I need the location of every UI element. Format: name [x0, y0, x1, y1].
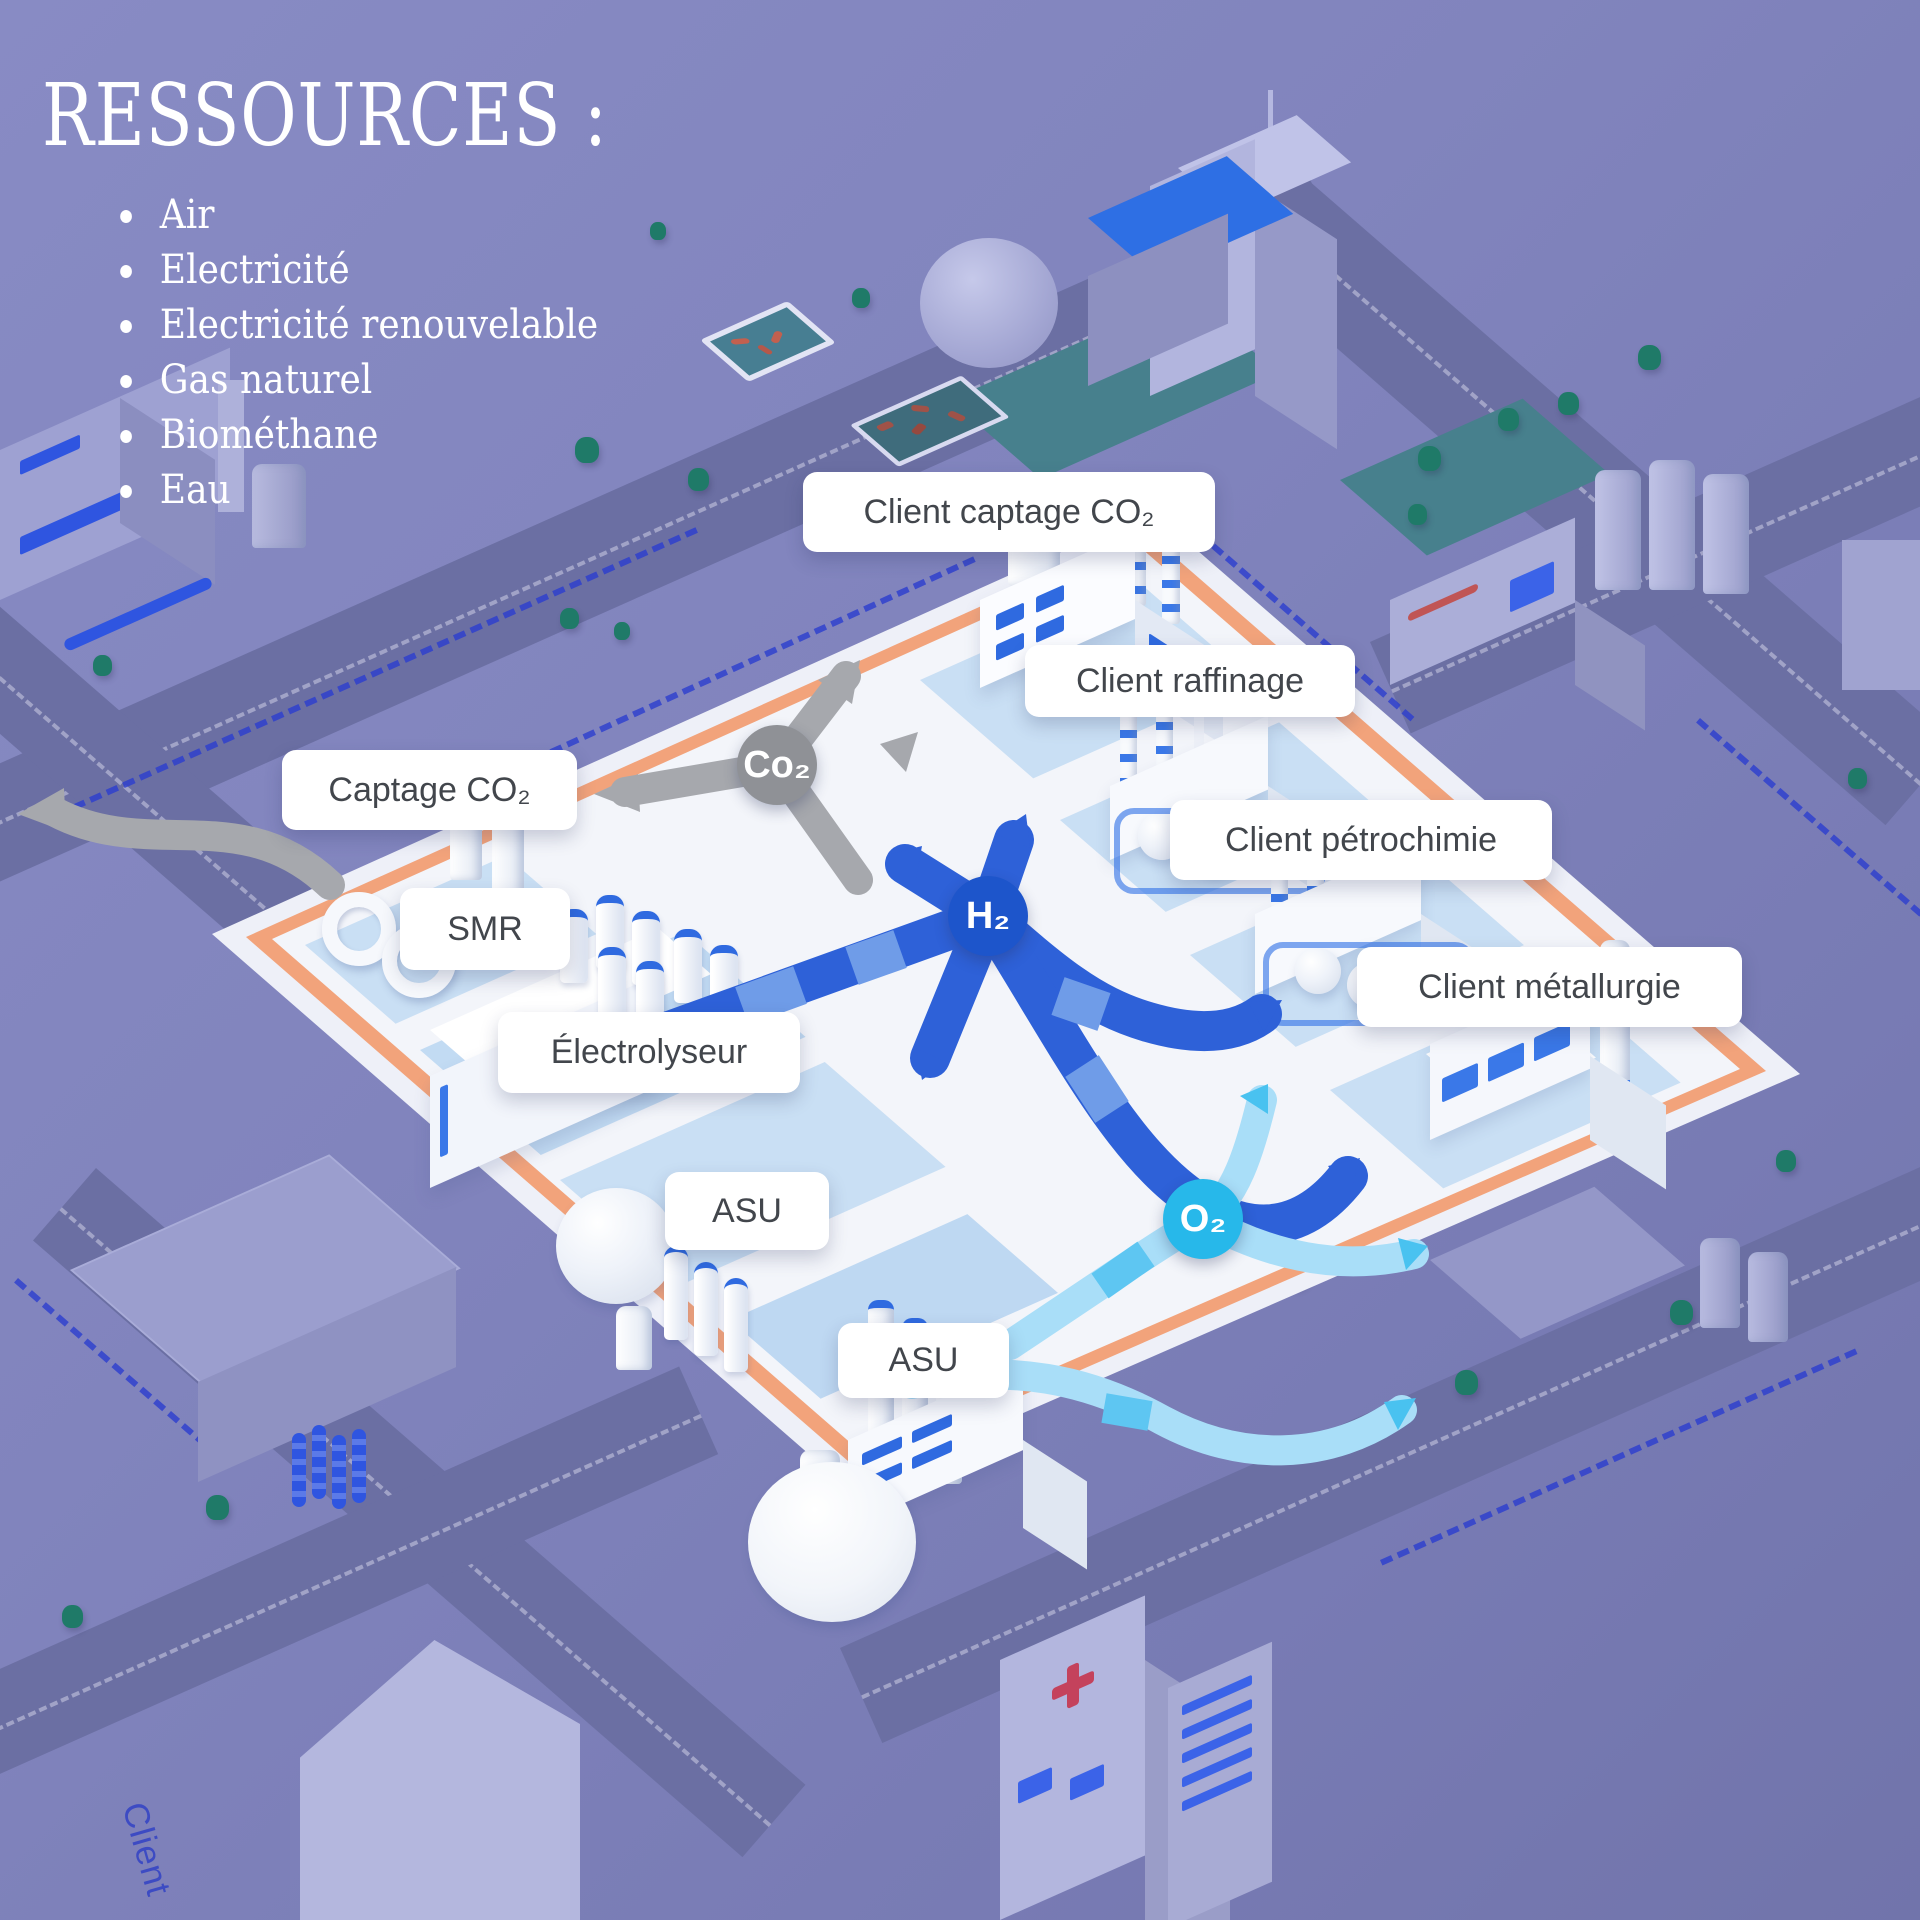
page-title: RESSOURCES :	[42, 65, 608, 166]
o2-flow-highlights	[1091, 1241, 1155, 1431]
label-captage-co2[interactable]: Captage CO₂	[282, 750, 577, 830]
label-client-petrochimie[interactable]: Client pétrochimie	[1170, 800, 1552, 880]
label-text: Client raffinage	[1075, 661, 1305, 700]
tank	[252, 464, 306, 548]
storage-sphere	[1295, 948, 1341, 994]
tree	[1670, 1300, 1693, 1325]
city-skyscraper	[1088, 90, 1410, 450]
city-tanks-right	[1595, 460, 1775, 640]
label-text: SMR	[447, 909, 523, 948]
storage-dome	[748, 1462, 916, 1622]
tree	[1455, 1370, 1478, 1395]
label-text: ASU	[888, 1341, 959, 1379]
h2-badge-label: H₂	[965, 894, 1011, 937]
asu-sphere	[556, 1188, 676, 1304]
coil	[352, 1429, 366, 1503]
tree	[614, 622, 630, 640]
h2-flow-highlights	[735, 930, 1129, 1123]
label-text: Électrolyseur	[550, 1033, 748, 1071]
label-client-raffinage[interactable]: Client raffinage	[1025, 645, 1355, 717]
label-client-captage-co2[interactable]: Client captage CO₂	[803, 472, 1215, 552]
tank	[1703, 474, 1749, 594]
o2-arrowheads	[1240, 1084, 1428, 1430]
o2-badge[interactable]: O₂	[1163, 1179, 1243, 1259]
tree	[1418, 446, 1441, 471]
resource-item: Gas naturel	[104, 353, 598, 408]
tower	[218, 380, 244, 512]
tree	[560, 608, 579, 629]
label-text: Captage CO₂	[328, 770, 531, 809]
asu-tank	[616, 1306, 652, 1370]
label-asu-2[interactable]: ASU	[838, 1323, 1009, 1398]
label-text: Client pétrochimie	[1224, 820, 1498, 859]
label-asu-1[interactable]: ASU	[665, 1172, 829, 1250]
tree	[575, 437, 599, 463]
tank	[1649, 460, 1695, 590]
tree	[688, 468, 709, 491]
city-dome-tank	[920, 238, 1058, 368]
coil	[332, 1435, 346, 1509]
label-text: ASU	[712, 1191, 782, 1230]
coil	[292, 1433, 306, 1507]
tank	[1748, 1252, 1788, 1342]
tree	[1638, 345, 1661, 370]
asu-column	[724, 1278, 748, 1372]
cylinder	[674, 929, 702, 1003]
o2-badge-label: O₂	[1179, 1197, 1227, 1240]
tree	[62, 1605, 83, 1628]
resource-item: Eau	[104, 463, 598, 518]
resource-item: Biométhane	[104, 408, 598, 463]
asu-column	[694, 1262, 718, 1356]
cylinder	[598, 947, 626, 1021]
tank	[1700, 1238, 1740, 1328]
chimney	[1162, 540, 1180, 624]
label-text: Client captage CO₂	[863, 492, 1155, 531]
label-electrolyseur[interactable]: Électrolyseur	[498, 1012, 800, 1093]
electrolyseur-cylinders	[560, 895, 760, 1045]
label-text: Client métallurgie	[1418, 967, 1681, 1006]
tree	[1408, 504, 1427, 525]
h2-arrowheads	[890, 814, 1360, 1194]
co2-badge-label: Co₂	[743, 743, 811, 786]
resource-item: Electricité renouvelable	[104, 298, 598, 353]
label-smr[interactable]: SMR	[400, 888, 570, 970]
resource-item: Electricité	[104, 243, 598, 298]
coil-stacks	[292, 1425, 372, 1535]
tree	[852, 288, 870, 308]
tree	[1558, 392, 1579, 415]
resources-list: Air Electricité Electricité renouvelable…	[104, 188, 598, 518]
tank	[1595, 470, 1641, 590]
tree	[206, 1495, 229, 1520]
tree	[1498, 408, 1519, 431]
tree	[1776, 1150, 1796, 1172]
co2-badge[interactable]: Co₂	[737, 725, 817, 805]
chimney	[1194, 700, 1204, 788]
city-plant-left	[0, 347, 370, 653]
tree	[1848, 768, 1867, 789]
label-client-metallurgie[interactable]: Client métallurgie	[1357, 947, 1742, 1027]
city-building-far-right	[1842, 540, 1920, 690]
resource-item: Air	[104, 188, 598, 243]
co2-arrowheads	[18, 660, 918, 832]
h2-badge[interactable]: H₂	[948, 876, 1028, 956]
tree	[93, 655, 112, 676]
coil	[312, 1425, 326, 1499]
tree	[650, 222, 666, 240]
antenna	[1268, 90, 1273, 152]
